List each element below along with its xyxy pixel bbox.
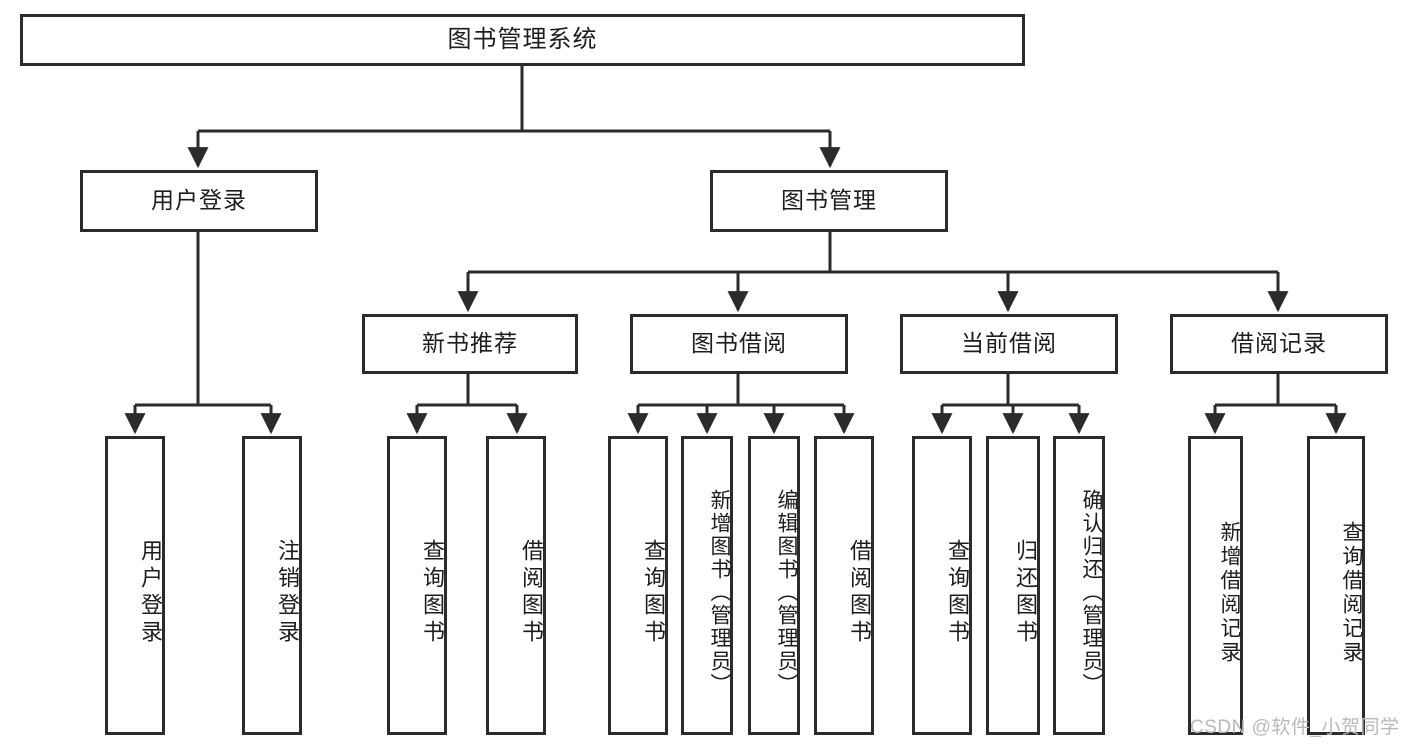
node-leaf-query-book-2-label: 查询图书 [641,538,666,647]
node-leaf-user-logout-label: 注销登录 [275,538,300,647]
node-user-login-label: 用户登录 [151,187,247,214]
node-leaf-borrow-book-1[interactable]: 借阅图书 [486,436,546,735]
node-current-borrow[interactable]: 当前借阅 [900,314,1118,374]
node-leaf-edit-book[interactable]: 编辑图书（管理员） [748,436,800,735]
node-leaf-user-login[interactable]: 用户登录 [105,436,165,735]
node-leaf-query-record[interactable]: 查询借阅记录 [1307,436,1365,735]
node-leaf-borrow-book-1-label: 借阅图书 [519,538,544,647]
node-borrow-record-label: 借阅记录 [1231,330,1327,357]
node-leaf-add-book-label: 新增图书（管理员） [708,489,731,696]
node-book-manage[interactable]: 图书管理 [710,170,948,232]
node-user-login[interactable]: 用户登录 [80,170,318,232]
node-leaf-add-book[interactable]: 新增图书（管理员） [681,436,733,735]
node-leaf-query-record-label: 查询借阅记录 [1340,520,1363,665]
node-new-book-recommend-label: 新书推荐 [422,330,518,357]
node-leaf-user-logout[interactable]: 注销登录 [242,436,302,735]
node-current-borrow-label: 当前借阅 [961,330,1057,357]
node-leaf-query-book-3[interactable]: 查询图书 [912,436,972,735]
node-leaf-confirm-return[interactable]: 确认归还（管理员） [1053,436,1105,735]
node-leaf-borrow-book-2-label: 借阅图书 [847,538,872,647]
node-leaf-add-record-label: 新增借阅记录 [1218,520,1241,665]
node-new-book-recommend[interactable]: 新书推荐 [362,314,578,374]
node-leaf-query-book-2[interactable]: 查询图书 [608,436,668,735]
node-book-borrow-label: 图书借阅 [691,330,787,357]
node-leaf-add-record[interactable]: 新增借阅记录 [1188,436,1243,735]
node-leaf-edit-book-label: 编辑图书（管理员） [775,489,798,696]
node-book-borrow[interactable]: 图书借阅 [630,314,848,374]
node-root-label: 图书管理系统 [447,25,598,53]
node-leaf-query-book-1-label: 查询图书 [420,538,445,647]
csdn-watermark: CSDN @软件_小贺同学 [1190,717,1400,738]
node-leaf-confirm-return-label: 确认归还（管理员） [1080,489,1103,696]
node-leaf-user-login-label: 用户登录 [138,538,163,647]
node-borrow-record[interactable]: 借阅记录 [1170,314,1388,374]
node-root[interactable]: 图书管理系统 [20,14,1025,66]
node-leaf-query-book-1[interactable]: 查询图书 [387,436,447,735]
node-leaf-query-book-3-label: 查询图书 [945,538,970,647]
node-leaf-return-book[interactable]: 归还图书 [986,436,1040,735]
node-leaf-borrow-book-2[interactable]: 借阅图书 [814,436,874,735]
node-book-manage-label: 图书管理 [781,187,877,214]
node-leaf-return-book-label: 归还图书 [1013,538,1038,647]
